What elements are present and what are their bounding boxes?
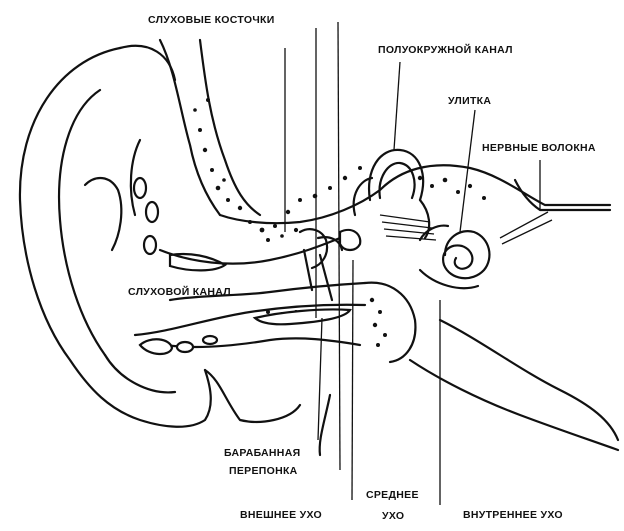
label-outer-ear: ВНЕШНЕЕ УХО (240, 510, 322, 521)
label-eardrum-line1: БАРАБАННАЯ (224, 448, 300, 459)
semicircular-canals (354, 150, 429, 238)
label-semicircular-canal: ПОЛУОКРУЖНОЙ КАНАЛ (378, 45, 513, 56)
nerve-fibers (380, 212, 552, 244)
label-eardrum-line2: ПЕРЕПОНКА (229, 466, 298, 477)
label-middle-ear-line2: УХО (382, 511, 404, 522)
label-middle-ear-line1: СРЕДНЕЕ (366, 490, 419, 501)
label-cochlea: УЛИТКА (448, 96, 491, 107)
label-inner-ear: ВНУТРЕННЕЕ УХО (463, 510, 563, 521)
ear-canal-shape (140, 309, 350, 354)
label-nerve-fibers: НЕРВНЫЕ ВОЛОКНА (482, 143, 596, 154)
cochlea (420, 226, 489, 289)
temporal-bone (135, 40, 618, 455)
label-ossicles: СЛУХОВЫЕ КОСТОЧКИ (148, 15, 275, 26)
label-ear-canal: СЛУХОВОЙ КАНАЛ (128, 287, 231, 298)
pinna (20, 46, 300, 427)
ossicles (300, 229, 360, 300)
